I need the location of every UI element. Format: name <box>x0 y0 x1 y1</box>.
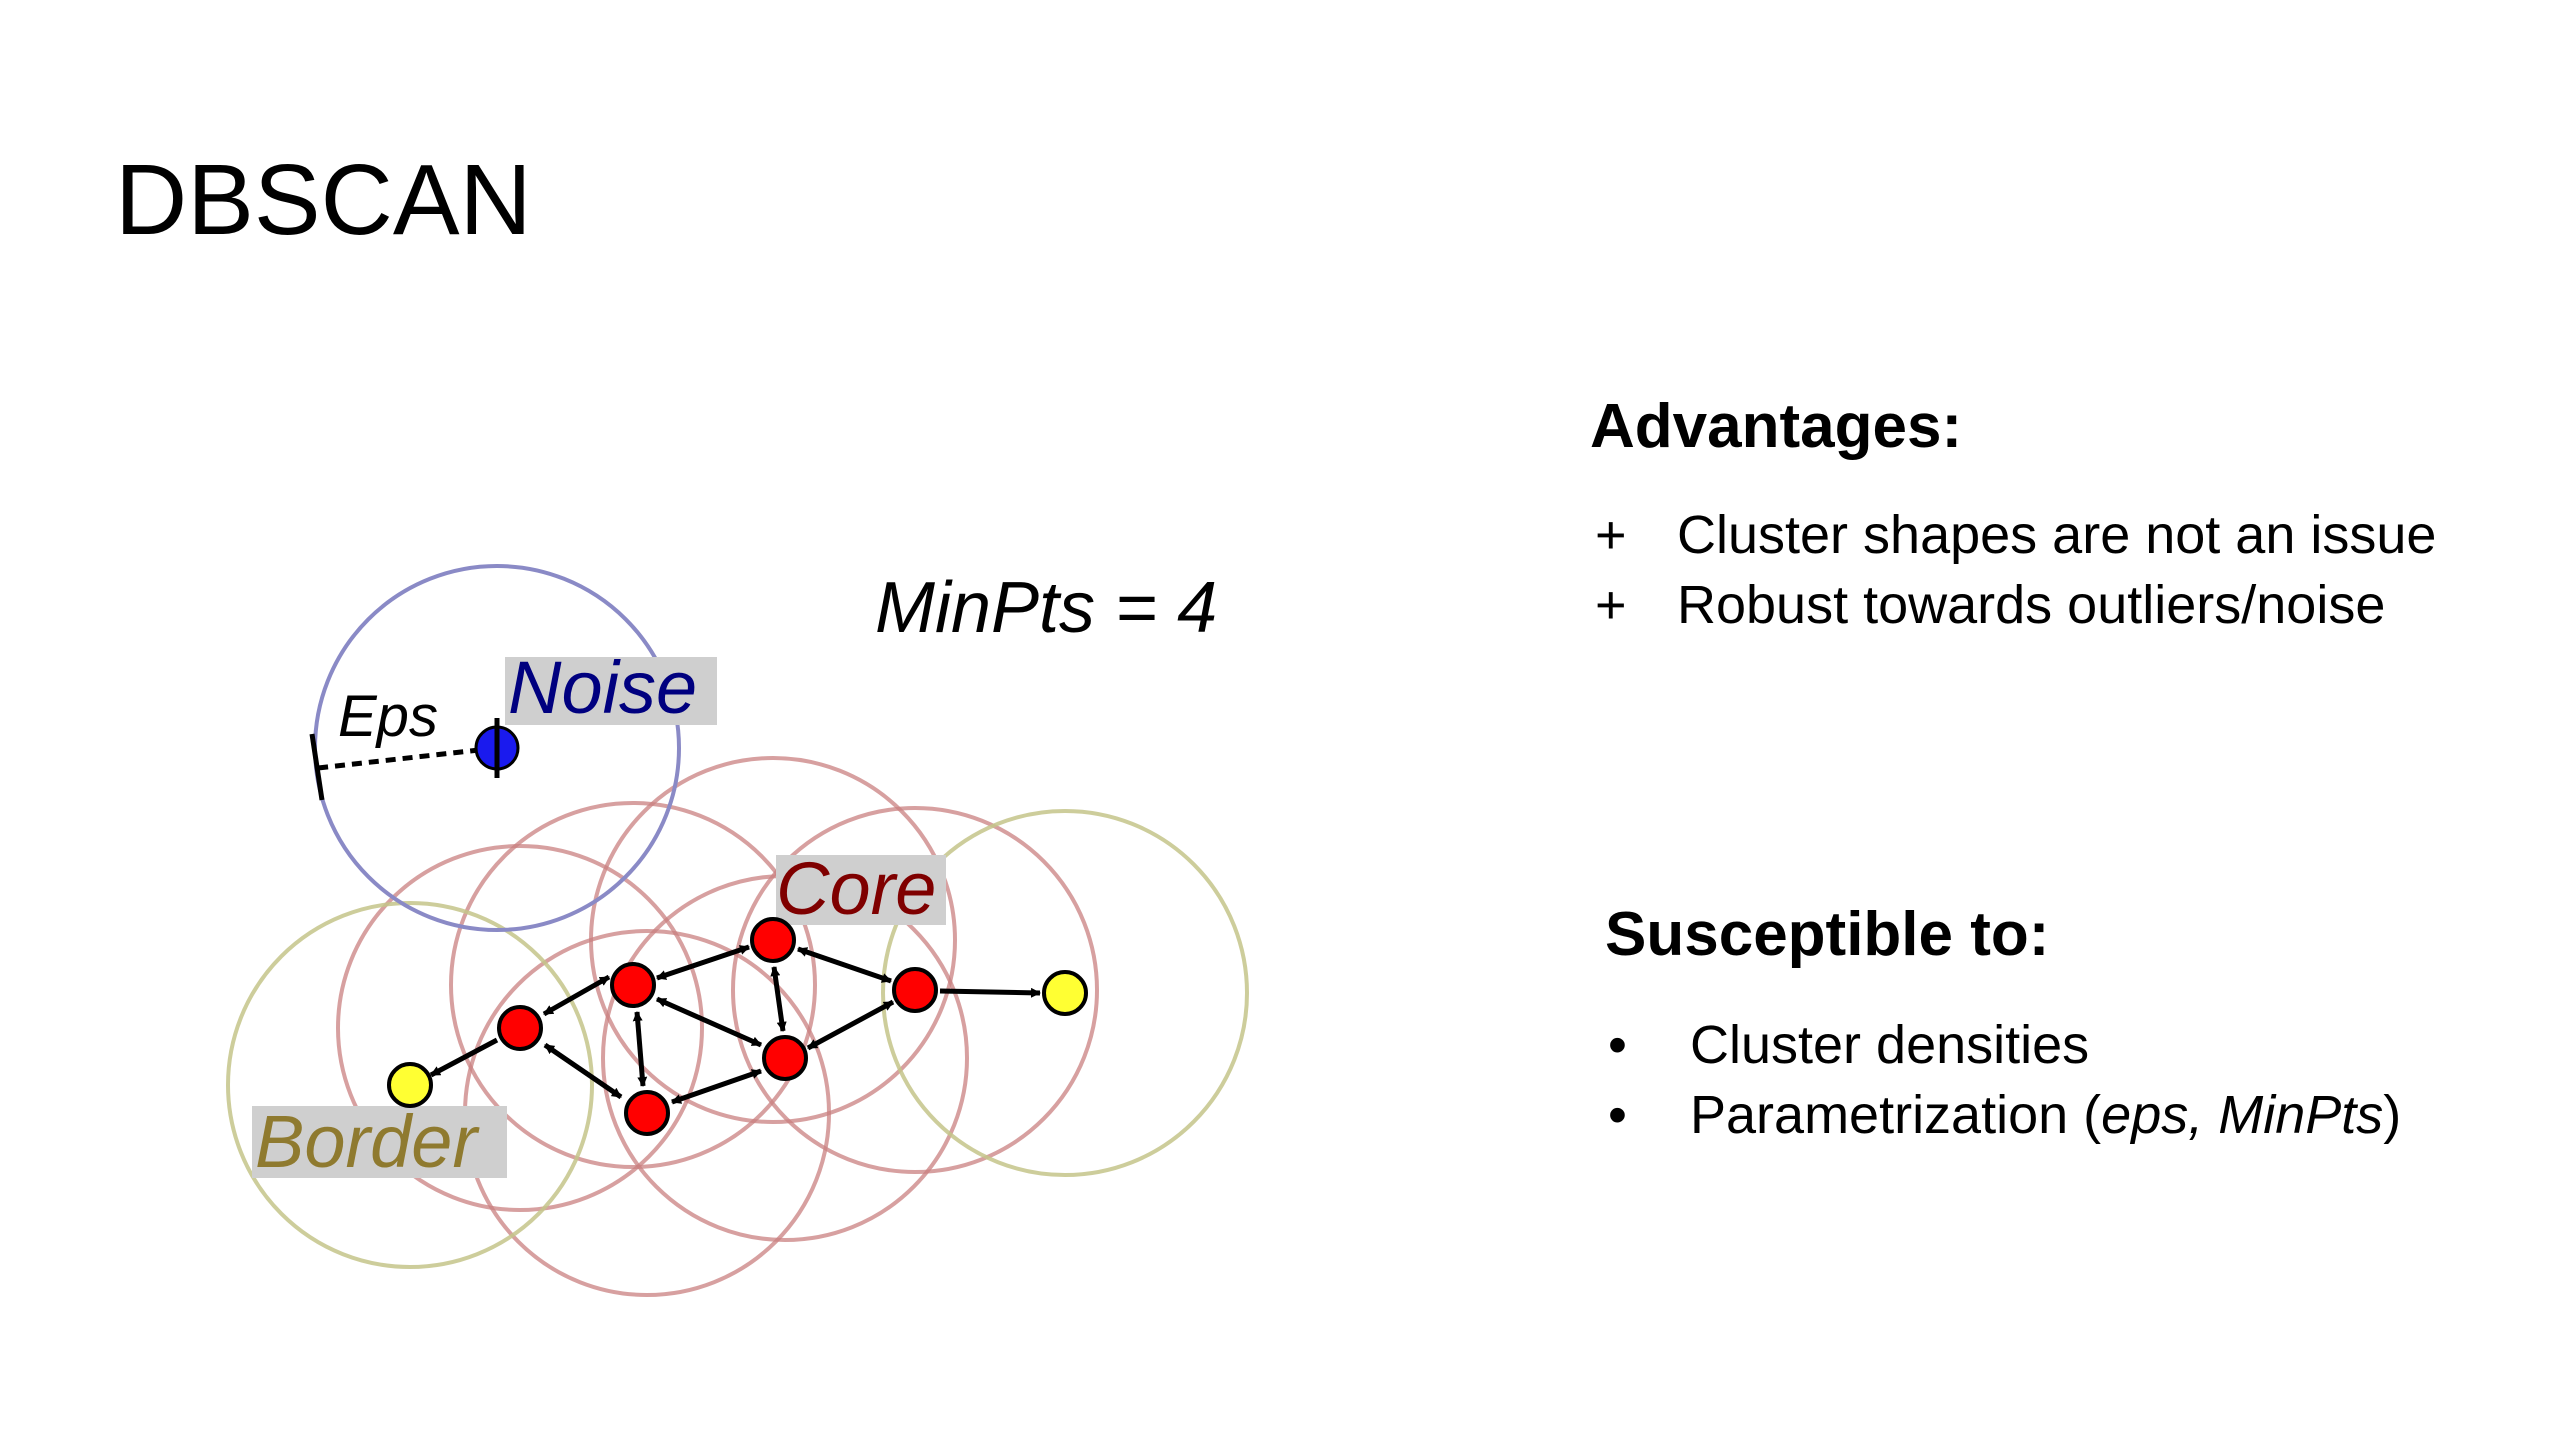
minpts-label: MinPts = 4 <box>875 568 1217 648</box>
border-label-background <box>252 1106 507 1178</box>
noise-point <box>474 718 520 778</box>
density-connections <box>429 944 1041 1105</box>
susceptible-item: • Parametrization (eps, MinPts) <box>1608 1080 2401 1150</box>
susceptible-text: Cluster densities <box>1690 1015 2090 1075</box>
border-eps-circle <box>881 809 1249 1177</box>
border-point <box>1042 970 1088 1016</box>
core-label-background <box>776 855 946 925</box>
eps-label: Eps <box>338 684 438 749</box>
core-eps-circle <box>731 806 1099 1174</box>
core-label: Core <box>776 847 936 930</box>
connection-arrow <box>770 966 787 1032</box>
advantage-item: + Cluster shapes are not an issue <box>1595 500 2436 570</box>
border-point <box>387 1062 433 1108</box>
core-eps-circle <box>589 756 957 1124</box>
connection-arrow <box>429 1037 499 1078</box>
susceptible-text: Parametrization ( <box>1690 1085 2102 1145</box>
connection-arrow <box>655 996 763 1048</box>
connection-arrow <box>632 1011 648 1087</box>
noise-label: Noise <box>508 646 697 729</box>
plus-icon: + <box>1595 505 1627 565</box>
susceptible-heading: Susceptible to: <box>1605 900 2050 969</box>
border-label: Border <box>255 1100 480 1183</box>
advantages-heading: Advantages: <box>1590 392 1963 461</box>
advantages-list: + Cluster shapes are not an issue + Robu… <box>1595 500 2436 640</box>
border-points <box>387 970 1088 1108</box>
bullet-icon: • <box>1608 1015 1627 1075</box>
core-point <box>624 1090 670 1136</box>
connection-arrow <box>656 944 750 981</box>
eps-radius-indicator <box>309 733 498 801</box>
susceptible-item: • Cluster densities <box>1608 1010 2401 1080</box>
connection-arrow <box>797 946 892 984</box>
connection-arrow <box>939 987 1041 998</box>
susceptible-text: ) <box>2383 1085 2402 1145</box>
connection-arrow <box>542 974 611 1017</box>
connection-arrow <box>671 1068 762 1105</box>
bullet-icon: • <box>1608 1085 1627 1145</box>
border-eps-circles <box>226 809 1249 1269</box>
core-point <box>497 1005 543 1051</box>
plus-icon: + <box>1595 575 1627 635</box>
core-points <box>497 917 938 1136</box>
slide-title: DBSCAN <box>115 144 532 256</box>
core-point <box>892 967 938 1013</box>
advantage-text: Cluster shapes are not an issue <box>1677 505 2437 565</box>
advantage-item: + Robust towards outliers/noise <box>1595 570 2436 640</box>
core-point <box>610 962 656 1008</box>
connection-arrow <box>806 999 895 1051</box>
advantage-text: Robust towards outliers/noise <box>1677 575 2386 635</box>
core-eps-circle <box>449 801 817 1169</box>
core-point <box>750 917 796 963</box>
core-point <box>762 1035 808 1081</box>
noise-label-background <box>505 657 717 725</box>
susceptible-text-italic: eps, MinPts <box>2101 1085 2384 1145</box>
susceptible-list: • Cluster densities • Parametrization (e… <box>1608 1010 2401 1150</box>
connection-arrow <box>543 1042 623 1100</box>
